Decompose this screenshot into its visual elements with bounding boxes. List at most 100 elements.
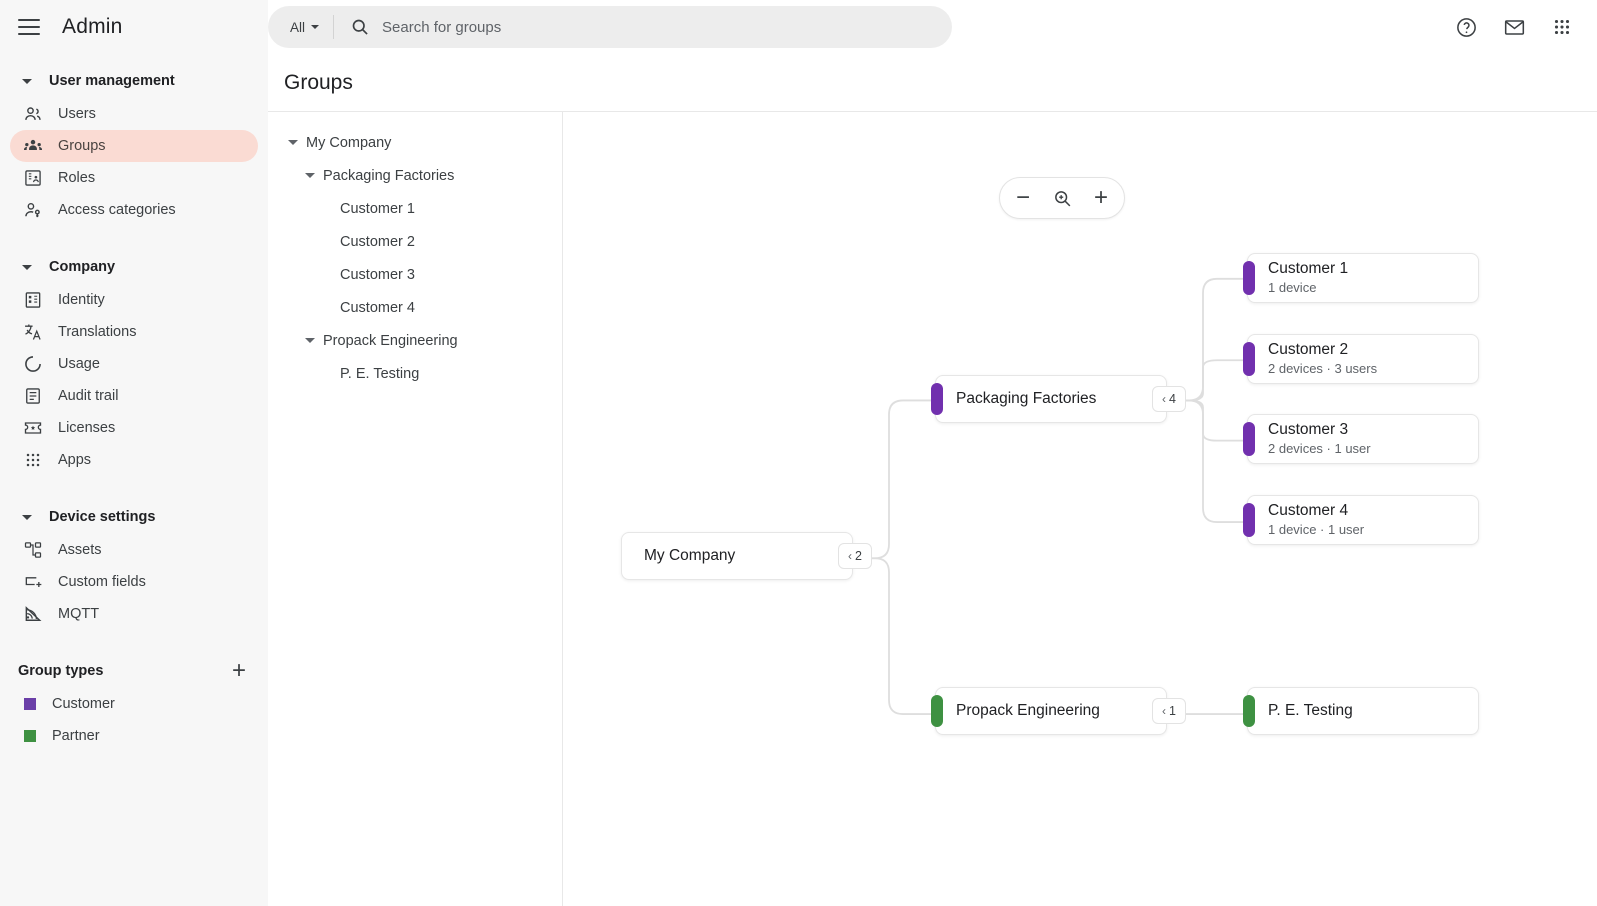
hamburger-icon[interactable] (18, 19, 40, 35)
groups-icon (22, 135, 44, 157)
usage-donut-icon (22, 353, 44, 375)
sidebar-item-label: MQTT (58, 606, 100, 622)
building-icon (22, 289, 44, 311)
org-chart-canvas[interactable]: − + (563, 112, 1597, 906)
group-tree-pane: My Company Packaging Factories Customer … (268, 112, 563, 906)
sidebar-item-custom-fields[interactable]: Custom fields (10, 566, 258, 598)
sidebar-item-mqtt[interactable]: MQTT (10, 598, 258, 630)
tree-item-label: Customer 1 (340, 200, 415, 217)
node-title: Customer 3 (1268, 421, 1349, 439)
child-count: 4 (1169, 392, 1176, 406)
main-area: All Gro (268, 0, 1597, 906)
node-subtitle: 1 device · 1 user (1268, 521, 1365, 537)
node-text: Customer 4 1 device · 1 user (1248, 501, 1376, 538)
zoom-out-button[interactable]: − (1016, 184, 1031, 211)
panes: My Company Packaging Factories Customer … (268, 112, 1597, 906)
apps-grid-icon (22, 449, 44, 471)
group-type-color-bar (1243, 342, 1255, 376)
sidebar-item-audit-trail[interactable]: Audit trail (10, 380, 258, 412)
sidebar-section-company[interactable]: Company (0, 250, 268, 284)
group-types-header: Group types + (0, 654, 268, 688)
search-bar[interactable]: All (268, 6, 952, 48)
sidebar-item-label: Roles (58, 170, 96, 186)
node-text: Customer 2 2 devices · 3 users (1248, 340, 1389, 377)
node-packaging-factories[interactable]: Packaging Factories ‹ 4 (931, 375, 1186, 423)
apps-grid-icon[interactable] (1549, 14, 1575, 40)
translate-icon (22, 321, 44, 343)
group-type-color-bar (931, 383, 943, 415)
help-icon[interactable] (1453, 14, 1479, 40)
tree-item-propack-engineering[interactable]: Propack Engineering (268, 324, 562, 357)
group-type-customer[interactable]: Customer (0, 688, 268, 720)
group-type-label: Customer (52, 696, 115, 712)
node-text: Propack Engineering (936, 701, 1112, 720)
node-customer-1[interactable]: Customer 1 1 device (1243, 253, 1479, 303)
node-collapse-badge[interactable]: ‹ 2 (838, 543, 872, 569)
sidebar-divider-space (0, 226, 268, 240)
sidebar-divider-space (0, 476, 268, 490)
chevron-down-icon[interactable] (305, 173, 315, 178)
tree-item-packaging-factories[interactable]: Packaging Factories (268, 159, 562, 192)
sidebar-header: Admin (0, 0, 268, 54)
topbar: All (268, 0, 1597, 54)
sidebar-item-identity[interactable]: Identity (10, 284, 258, 316)
mail-icon[interactable] (1501, 14, 1527, 40)
node-text: Packaging Factories (936, 389, 1108, 408)
group-types-title: Group types (18, 663, 104, 679)
search-input[interactable] (382, 6, 952, 48)
access-categories-icon (22, 199, 44, 221)
sidebar-item-label: Access categories (58, 202, 176, 218)
node-propack-engineering[interactable]: Propack Engineering ‹ 1 (931, 687, 1186, 735)
sidebar-item-roles[interactable]: Roles (10, 162, 258, 194)
tree-item-my-company[interactable]: My Company (268, 126, 562, 159)
node-collapse-badge[interactable]: ‹ 4 (1152, 386, 1186, 412)
node-title: P. E. Testing (1268, 702, 1353, 720)
users-icon (22, 103, 44, 125)
chevron-down-icon[interactable] (288, 140, 298, 145)
sidebar-item-users[interactable]: Users (10, 98, 258, 130)
child-count: 1 (1169, 704, 1176, 718)
node-collapse-badge[interactable]: ‹ 1 (1152, 698, 1186, 724)
node-title: Packaging Factories (956, 390, 1097, 408)
group-type-partner[interactable]: Partner (0, 720, 268, 752)
sidebar-section-user-management[interactable]: User management (0, 64, 268, 98)
node-customer-4[interactable]: Customer 4 1 device · 1 user (1243, 495, 1479, 545)
page-title: Groups (284, 70, 353, 94)
topbar-actions (1453, 14, 1583, 40)
group-type-color-bar (931, 695, 943, 727)
group-type-label: Partner (52, 728, 100, 744)
chevron-down-icon (311, 25, 320, 29)
tree-item-customer-2[interactable]: Customer 2 (268, 225, 562, 258)
tree-item-customer-1[interactable]: Customer 1 (268, 192, 562, 225)
add-group-type-button[interactable]: + (231, 657, 246, 684)
chevron-left-icon: ‹ (1162, 392, 1167, 406)
tree-item-customer-4[interactable]: Customer 4 (268, 291, 562, 324)
zoom-reset-icon[interactable] (1052, 188, 1073, 209)
sidebar-item-groups[interactable]: Groups (10, 130, 258, 162)
sidebar-section-device-settings[interactable]: Device settings (0, 500, 268, 534)
mqtt-signal-icon (22, 603, 44, 625)
node-customer-3[interactable]: Customer 3 2 devices · 1 user (1243, 414, 1479, 464)
search-scope-dropdown[interactable]: All (268, 15, 335, 39)
sidebar-item-label: Groups (58, 138, 106, 154)
tree-item-pe-testing[interactable]: P. E. Testing (268, 357, 562, 390)
sidebar-item-licenses[interactable]: Licenses (10, 412, 258, 444)
sidebar-item-translations[interactable]: Translations (10, 316, 258, 348)
app-title: Admin (62, 15, 123, 38)
sidebar-item-assets[interactable]: Assets (10, 534, 258, 566)
sidebar-item-usage[interactable]: Usage (10, 348, 258, 380)
node-text: Customer 3 2 devices · 1 user (1248, 420, 1383, 457)
node-subtitle: 1 device (1268, 279, 1317, 295)
node-title: Customer 2 (1268, 341, 1349, 359)
sidebar-item-apps[interactable]: Apps (10, 444, 258, 476)
color-swatch (24, 730, 36, 742)
tree-item-customer-3[interactable]: Customer 3 (268, 258, 562, 291)
node-customer-2[interactable]: Customer 2 2 devices · 3 users (1243, 334, 1479, 384)
node-my-company[interactable]: My Company ‹ 2 (621, 532, 872, 580)
node-pe-testing[interactable]: P. E. Testing (1243, 687, 1479, 735)
node-text: Customer 1 1 device (1248, 259, 1360, 296)
sidebar-item-access-categories[interactable]: Access categories (10, 194, 258, 226)
zoom-in-button[interactable]: + (1093, 184, 1108, 211)
chevron-down-icon[interactable] (305, 338, 315, 343)
